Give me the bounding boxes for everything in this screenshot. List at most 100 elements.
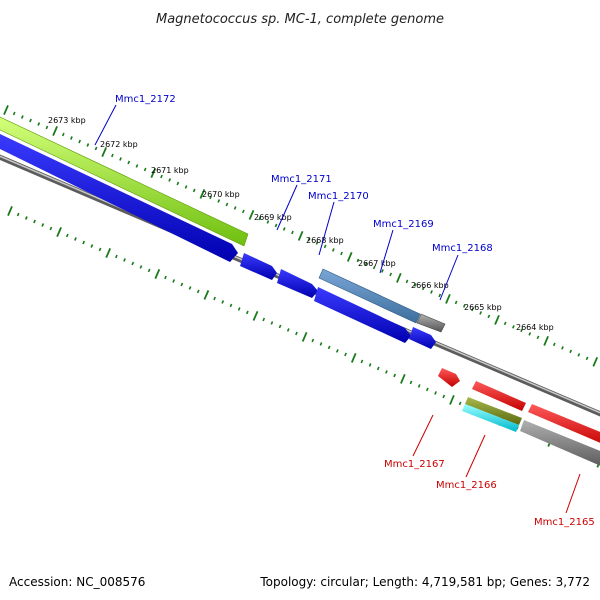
scale-label: 2670 kbp	[202, 190, 240, 199]
minor-tick	[405, 279, 409, 284]
minor-tick	[295, 331, 298, 336]
minor-tick	[413, 283, 417, 287]
scale-label: 2664 kbp	[516, 323, 554, 332]
minor-tick	[119, 157, 122, 161]
gene-label-mmc1-2169[interactable]: Mmc1_2169	[373, 219, 434, 230]
minor-tick	[82, 240, 86, 245]
minor-tick	[180, 282, 184, 287]
gene-feature-mmc1-2168[interactable]	[416, 313, 446, 333]
minor-tick	[368, 363, 372, 367]
minor-tick	[536, 335, 540, 340]
minor-tick	[33, 219, 36, 224]
leader-line	[412, 414, 434, 457]
scale-label: 2669 kbp	[254, 213, 292, 222]
minor-tick	[45, 125, 49, 130]
scale-label: 2666 kbp	[411, 281, 449, 290]
minor-tick	[389, 272, 393, 277]
minor-tick	[258, 216, 262, 221]
minor-tick	[552, 342, 556, 347]
major-tick	[301, 331, 308, 342]
gene-feature-red-1[interactable]	[438, 368, 460, 387]
major-tick	[150, 168, 157, 178]
gene-feature-blue-3[interactable]	[277, 269, 318, 298]
minor-tick	[213, 296, 216, 301]
gene-feature-blue-4[interactable]	[314, 287, 411, 343]
gene-feature-red-2[interactable]	[472, 381, 526, 411]
major-tick	[543, 335, 549, 346]
minor-tick	[311, 338, 315, 343]
gene-label-mmc1-2172[interactable]: Mmc1_2172	[115, 94, 176, 105]
gene-feature-grey-rev[interactable]	[520, 420, 600, 470]
minor-tick	[196, 289, 200, 294]
gene-feature-blue-1[interactable]	[0, 134, 238, 262]
minor-tick	[385, 370, 388, 374]
minor-tick	[364, 262, 368, 266]
gene-label-mmc1-2165[interactable]: Mmc1_2165	[534, 517, 595, 528]
minor-tick	[127, 160, 131, 165]
scale-label: 2667 kbp	[358, 259, 396, 268]
outer-tick-ring	[3, 105, 599, 367]
minor-tick	[37, 122, 41, 126]
minor-tick	[282, 227, 286, 231]
leader-line	[465, 434, 486, 478]
minor-tick	[462, 304, 466, 308]
major-tick	[3, 105, 9, 115]
minor-tick	[360, 359, 364, 364]
minor-tick	[135, 164, 139, 168]
minor-tick	[160, 174, 163, 179]
minor-tick	[188, 286, 192, 290]
gene-feature-mmc1-2172[interactable]	[0, 116, 249, 247]
minor-tick	[24, 216, 28, 220]
accession-text: Accession: NC_008576	[9, 575, 145, 589]
major-tick	[297, 230, 304, 241]
minor-tick	[561, 346, 564, 350]
scale-label: 2665 kbp	[464, 303, 502, 312]
gene-label-mmc1-2166[interactable]: Mmc1_2166	[436, 480, 497, 491]
minor-tick	[503, 321, 507, 326]
gene-feature-mmc1-2166[interactable]	[462, 404, 519, 432]
major-tick	[203, 290, 210, 300]
minor-tick	[344, 352, 347, 357]
minor-tick	[147, 268, 151, 273]
scale-label: 2668 kbp	[306, 236, 344, 245]
minor-tick	[143, 167, 147, 172]
major-tick	[400, 373, 406, 384]
minor-tick	[131, 261, 135, 266]
minor-tick	[442, 394, 446, 399]
minor-tick	[331, 248, 335, 252]
minor-tick	[74, 237, 77, 241]
gene-feature-blue-5[interactable]	[409, 327, 436, 349]
gene-feature-olive[interactable]	[465, 397, 522, 425]
major-tick	[494, 314, 500, 325]
gene-label-mmc1-2171[interactable]: Mmc1_2171	[271, 174, 332, 185]
minor-tick	[172, 279, 176, 283]
gene-label-mmc1-2168[interactable]: Mmc1_2168	[432, 243, 493, 254]
minor-tick	[164, 275, 167, 280]
scale-label: 2673 kbp	[48, 116, 86, 125]
gene-label-mmc1-2167[interactable]: Mmc1_2167	[384, 459, 445, 470]
minor-tick	[430, 290, 433, 294]
minor-tick	[221, 300, 225, 304]
major-tick	[396, 272, 402, 283]
major-tick	[592, 356, 599, 367]
major-tick	[101, 147, 108, 157]
gene-feature-mmc1-2170[interactable]	[318, 268, 421, 324]
gene-label-mmc1-2170[interactable]: Mmc1_2170	[308, 191, 369, 202]
minor-tick	[41, 223, 45, 227]
gene-feature-blue-2[interactable]	[240, 253, 277, 280]
minor-tick	[286, 328, 290, 332]
minor-tick	[61, 132, 65, 137]
major-tick	[445, 293, 451, 304]
major-tick	[154, 269, 161, 279]
minor-tick	[376, 366, 380, 371]
minor-tick	[139, 265, 143, 269]
major-tick	[56, 227, 62, 237]
leader-line	[565, 473, 581, 514]
scale-labels: 2673 kbp 2672 kbp 2671 kbp 2670 kbp 2669…	[48, 116, 554, 332]
minor-tick	[29, 118, 32, 123]
minor-tick	[241, 209, 245, 214]
gene-feature-red-3[interactable]	[528, 404, 600, 447]
minor-tick	[266, 220, 270, 224]
minor-tick	[270, 321, 274, 325]
